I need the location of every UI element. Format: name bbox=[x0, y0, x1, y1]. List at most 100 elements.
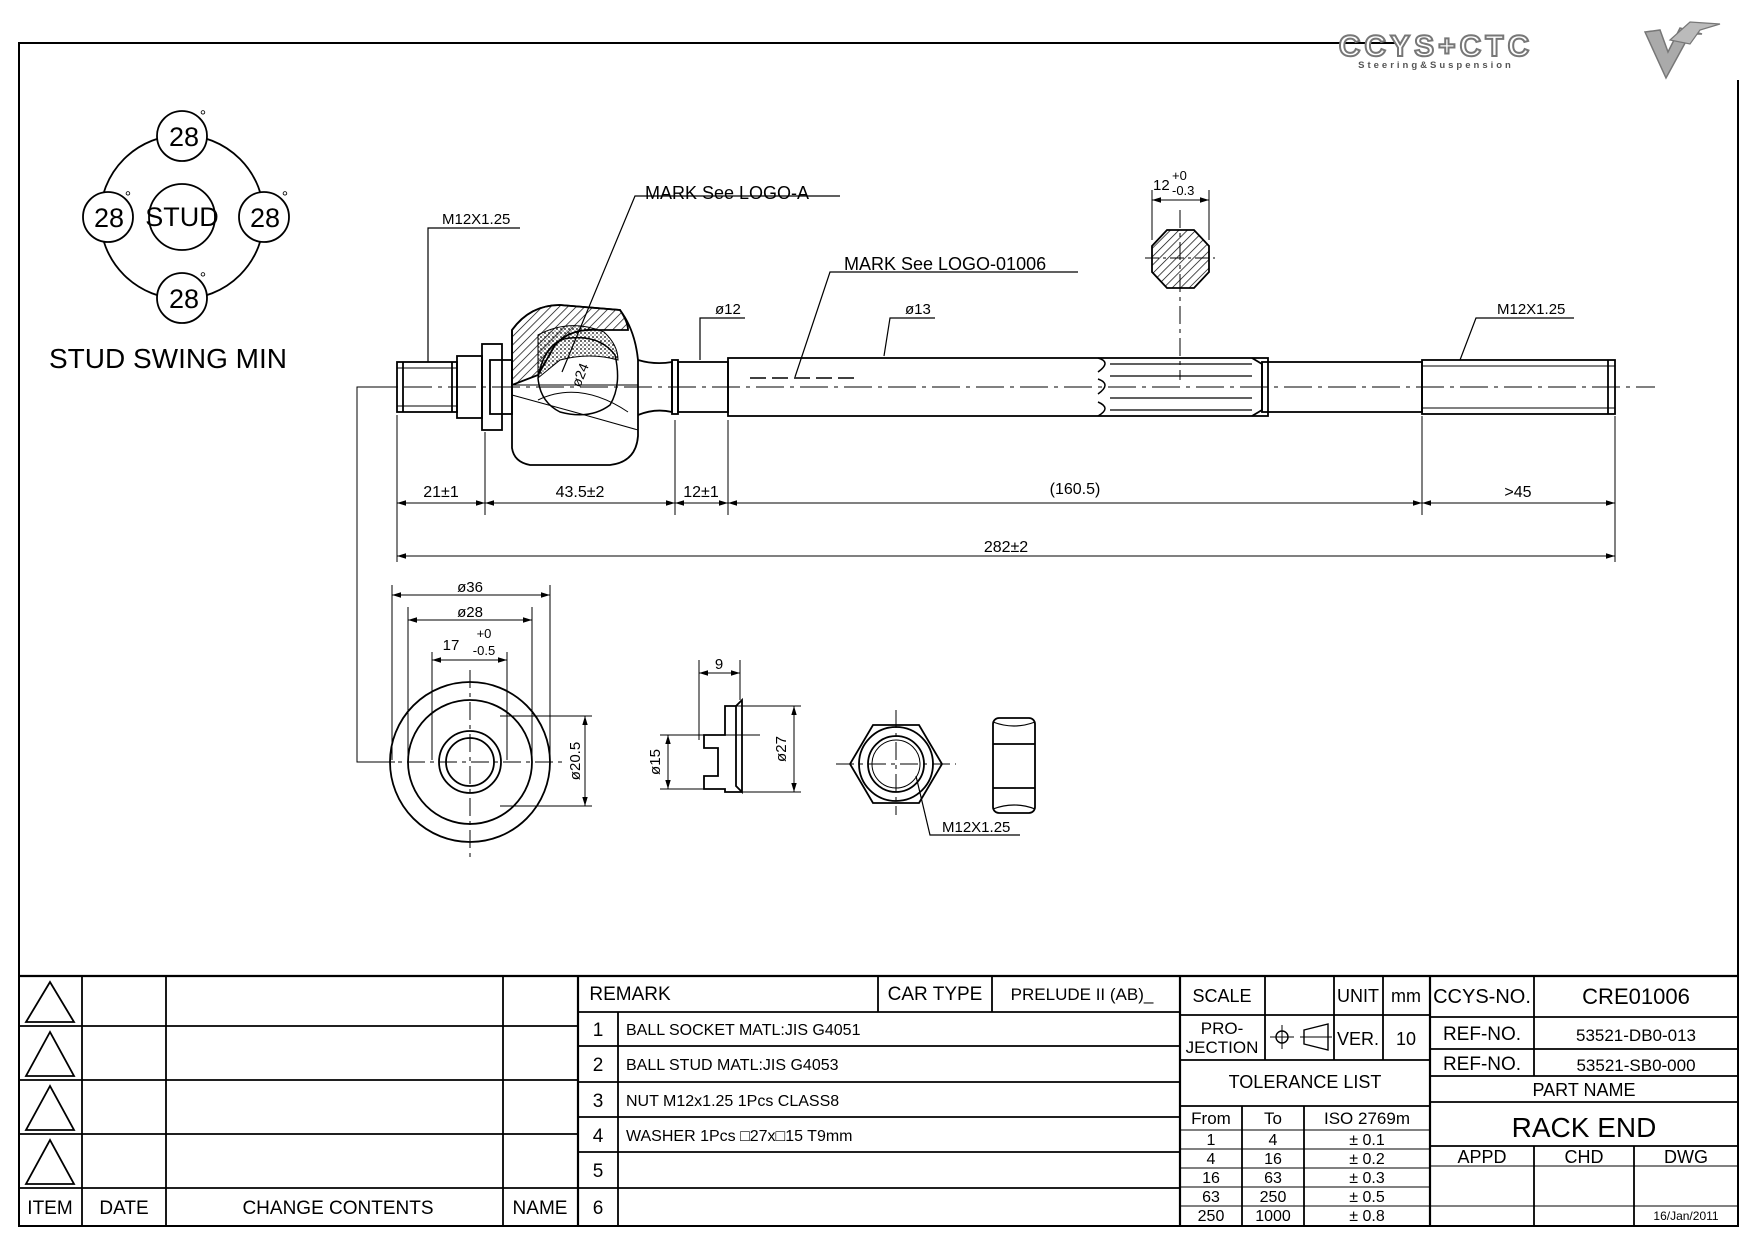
scale-tolerance-text: SCALE UNIT mm PRO- JECTION VER. 10 TOLER… bbox=[1186, 986, 1421, 1128]
hex-section-view bbox=[1145, 190, 1215, 380]
dim-21: 21±1 bbox=[423, 484, 459, 501]
washer-dia27-label: ø27 bbox=[773, 736, 790, 762]
washer-side-view-labels: 9 ø15 ø27 bbox=[647, 656, 790, 775]
swing-angle-top: 28 bbox=[169, 122, 199, 152]
socket-end-view-labels: ø36 ø28 17 +0 -0.5 ø20.5 bbox=[443, 579, 584, 780]
tolerance-title: TOLERANCE LIST bbox=[1229, 1072, 1382, 1092]
tol-from-4: 63 bbox=[1202, 1189, 1220, 1206]
chd-label: CHD bbox=[1565, 1147, 1604, 1167]
remark-texts: BALL SOCKET MATL:JIS G4051 BALL STUD MAT… bbox=[626, 1022, 861, 1145]
stud-swing-labels: STUD 28 28 28 28 ° ° ° ° STUD SWING MIN bbox=[49, 108, 288, 374]
tol-to-3: 63 bbox=[1264, 1170, 1282, 1187]
callout-labels: M12X1.25 MARK See LOGO-A MARK See LOGO-0… bbox=[442, 168, 1565, 389]
dim17-upper: +0 bbox=[477, 626, 492, 641]
remark-text-4: WASHER 1Pcs □27x□15 T9mm bbox=[626, 1128, 853, 1145]
ver-label: VER. bbox=[1337, 1029, 1379, 1049]
swing-angle-right: 28 bbox=[250, 203, 280, 233]
washer-side-view bbox=[660, 660, 801, 795]
tol-value-1: ± 0.1 bbox=[1349, 1132, 1385, 1149]
dia36-label: ø36 bbox=[457, 579, 483, 596]
tol-header-to: To bbox=[1264, 1109, 1282, 1128]
car-type-value: PRELUDE II (AB)_ bbox=[1011, 985, 1154, 1004]
part-info-text: CCYS-NO. CRE01006 REF-NO. 53521-DB0-013 … bbox=[1433, 984, 1719, 1223]
tolerance-rows: 1 4 ± 0.1 4 16 ± 0.2 16 63 ± 0.3 63 250 … bbox=[1198, 1132, 1385, 1225]
dia20-5-label: ø20.5 bbox=[567, 742, 584, 780]
dim-total: 282±2 bbox=[984, 539, 1028, 556]
tol-header-iso: ISO 2769m bbox=[1324, 1109, 1410, 1128]
hex-tol-lower: -0.3 bbox=[1172, 183, 1194, 198]
nut-view-labels: M12X1.25 bbox=[942, 819, 1010, 836]
logo-tagline: Steering&Suspension bbox=[1358, 60, 1514, 71]
dim-45: >45 bbox=[1504, 484, 1531, 501]
degree-mark-left: ° bbox=[125, 189, 131, 206]
part-name-label: PART NAME bbox=[1532, 1080, 1635, 1100]
car-type-label: CAR TYPE bbox=[888, 984, 983, 1005]
projection-label-2: JECTION bbox=[1186, 1038, 1259, 1057]
ref-no-value-2: 53521-SB0-000 bbox=[1576, 1056, 1695, 1075]
unit-value: mm bbox=[1391, 986, 1421, 1006]
tol-to-1: 4 bbox=[1269, 1132, 1278, 1149]
projection-label-1: PRO- bbox=[1201, 1019, 1244, 1038]
tol-to-4: 250 bbox=[1260, 1189, 1287, 1206]
ref-no-value-1: 53521-DB0-013 bbox=[1576, 1026, 1696, 1045]
length-dimensions bbox=[396, 415, 1616, 562]
appd-label: APPD bbox=[1457, 1147, 1506, 1167]
dia28-label: ø28 bbox=[457, 604, 483, 621]
nut-thread-label: M12X1.25 bbox=[942, 819, 1010, 836]
ref-no-label-1: REF-NO. bbox=[1443, 1024, 1521, 1045]
socket-end-view bbox=[356, 386, 592, 862]
dwg-label: DWG bbox=[1664, 1147, 1708, 1167]
tol-to-5: 1000 bbox=[1255, 1208, 1291, 1225]
dia13-callout: ø13 bbox=[905, 301, 931, 318]
header-date: DATE bbox=[99, 1198, 148, 1219]
tol-from-2: 4 bbox=[1207, 1151, 1216, 1168]
hex-size: 12 bbox=[1153, 177, 1170, 194]
mark-logo-b-callout: MARK See LOGO-01006 bbox=[844, 254, 1046, 274]
mark-logo-a-callout: MARK See LOGO-A bbox=[645, 183, 809, 203]
header-change-contents: CHANGE CONTENTS bbox=[242, 1198, 433, 1219]
tol-from-5: 250 bbox=[1198, 1208, 1225, 1225]
degree-mark-bottom: ° bbox=[200, 270, 206, 287]
stud-swing-caption: STUD SWING MIN bbox=[49, 343, 287, 374]
remark-no-3: 3 bbox=[593, 1091, 604, 1112]
remark-text-1: BALL SOCKET MATL:JIS G4051 bbox=[626, 1022, 861, 1039]
tol-value-2: ± 0.2 bbox=[1349, 1151, 1385, 1168]
tol-from-1: 1 bbox=[1207, 1132, 1216, 1149]
tol-header-from: From bbox=[1191, 1109, 1231, 1128]
washer-width-label: 9 bbox=[715, 656, 723, 673]
stud-swing-diagram bbox=[82, 110, 290, 324]
stud-label: STUD bbox=[145, 202, 219, 232]
dia12-callout: ø12 bbox=[715, 301, 741, 318]
washer-dia15-label: ø15 bbox=[647, 749, 664, 775]
ref-no-label-2: REF-NO. bbox=[1443, 1054, 1521, 1075]
header-name: NAME bbox=[513, 1198, 568, 1219]
drawing-frame bbox=[18, 42, 1739, 1227]
ccys-no-label: CCYS-NO. bbox=[1433, 986, 1531, 1008]
remark-no-1: 1 bbox=[593, 1020, 604, 1041]
tol-value-4: ± 0.5 bbox=[1349, 1189, 1385, 1206]
tol-value-3: ± 0.3 bbox=[1349, 1170, 1385, 1187]
remark-text-2: BALL STUD MATL:JIS G4053 bbox=[626, 1057, 839, 1074]
header-item: ITEM bbox=[27, 1198, 72, 1219]
dim-160-5: (160.5) bbox=[1050, 481, 1101, 498]
dim17-label: 17 bbox=[443, 637, 460, 654]
part-name-value: RACK END bbox=[1512, 1112, 1657, 1143]
tol-value-5: ± 0.8 bbox=[1349, 1208, 1385, 1225]
callout-leaders bbox=[427, 195, 1574, 378]
ver-value: 10 bbox=[1396, 1029, 1416, 1049]
remark-text-3: NUT M12x1.25 1Pcs CLASS8 bbox=[626, 1093, 839, 1110]
thread-left-callout: M12X1.25 bbox=[442, 211, 510, 228]
swing-angle-left: 28 bbox=[94, 203, 124, 233]
dim17-lower: -0.5 bbox=[473, 643, 495, 658]
remark-no-2: 2 bbox=[593, 1055, 604, 1076]
tol-from-3: 16 bbox=[1202, 1170, 1220, 1187]
remark-label: REMARK bbox=[589, 984, 671, 1005]
title-block bbox=[19, 974, 1738, 1226]
remark-no-6: 6 bbox=[593, 1198, 604, 1219]
ccys-no-value: CRE01006 bbox=[1582, 984, 1690, 1009]
nut-views bbox=[836, 710, 1036, 836]
title-block-text: ITEM DATE CHANGE CONTENTS NAME REMARK CA… bbox=[27, 984, 1154, 1219]
tol-to-2: 16 bbox=[1264, 1151, 1282, 1168]
remark-no-5: 5 bbox=[593, 1161, 604, 1182]
